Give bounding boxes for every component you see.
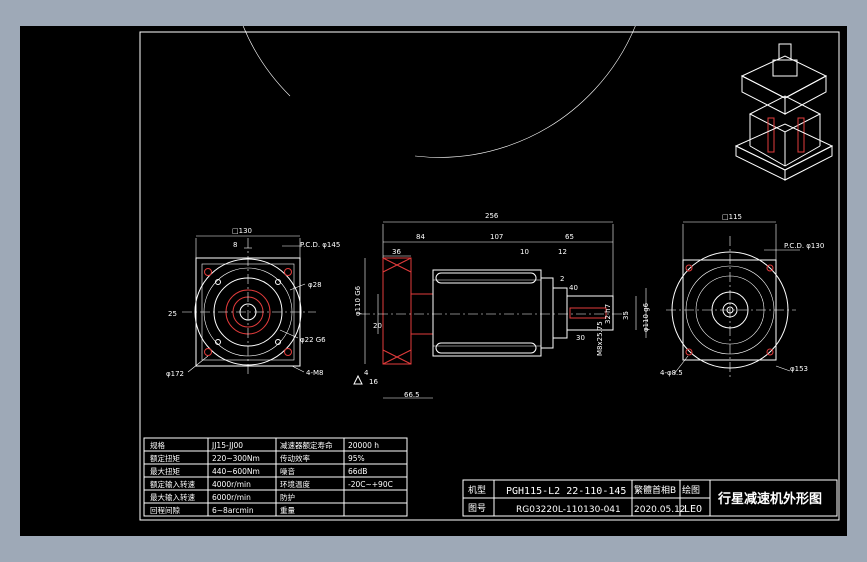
- dim-outer-172: φ172: [166, 370, 184, 378]
- dim-flange-36: 36: [392, 248, 401, 256]
- dim-20: 20: [373, 322, 382, 330]
- spec-cell-0-1: JJ15-JJ00: [211, 441, 243, 450]
- isometric-view: [734, 43, 834, 181]
- dim-out-110: φ110 g6: [642, 302, 650, 332]
- dim-2: 2: [560, 275, 564, 283]
- spec-cell-4-1: 6000r/min: [212, 493, 251, 502]
- spec-cell-2-2: 噪音: [280, 466, 295, 476]
- dim-mid-107: 107: [490, 233, 503, 241]
- dim-40: 40: [569, 284, 578, 292]
- dim-4: 4: [364, 369, 369, 377]
- dim-holes-8-5: 4-φ8.5: [660, 369, 683, 377]
- drawing-svg: □130 8 P.C.D. φ145 φ28 φ22 G6 25 φ172 4-…: [139, 26, 840, 521]
- spec-cell-5-2: 重量: [280, 506, 295, 515]
- spec-cell-5-1: 6~8arcmin: [212, 506, 254, 515]
- version-value: 繁體首相B: [634, 484, 676, 496]
- drawing-border: [139, 31, 840, 521]
- rear-view: [666, 221, 800, 380]
- spec-cell-3-0: 额定输入转速: [150, 479, 195, 489]
- spec-cell-3-1: 4000r/min: [212, 480, 251, 489]
- dim-pilot-22: φ22 G6: [300, 336, 326, 344]
- dim-thread: M8x25.75: [596, 321, 604, 356]
- dim-key-depth: 25: [168, 310, 177, 318]
- dim-square-130: □130: [232, 227, 252, 235]
- spec-cell-0-0: 规格: [150, 440, 165, 450]
- dim-66-5: 66.5: [404, 391, 420, 399]
- model-value: PGH115-L2 22-110-145: [506, 486, 626, 497]
- spec-cell-1-0: 额定扭矩: [150, 453, 180, 463]
- dim-body-84: 84: [416, 233, 425, 241]
- spec-cell-5-0: 回程间隙: [150, 506, 180, 515]
- drawing-label: 绘图: [682, 484, 700, 496]
- dim-30: 30: [576, 334, 585, 342]
- construction-arc: [242, 26, 636, 158]
- dim-outer-153: φ153: [790, 365, 808, 373]
- dim-square-115: □115: [722, 213, 742, 221]
- dim-total-256: 256: [485, 212, 499, 220]
- spec-rows: 规格 JJ15-JJ00 减速器额定寿命 20000 h 额定扭矩 220~300Nm 传动…: [150, 440, 393, 515]
- dim-35: 35: [622, 311, 630, 320]
- side-view: [353, 221, 647, 399]
- date-value: 2020.05.12: [634, 505, 686, 515]
- dim-pcd-130: P.C.D. φ130: [784, 242, 824, 250]
- spec-cell-3-3: -20C~+90C: [348, 480, 393, 489]
- dim-pcd-145: P.C.D. φ145: [300, 241, 340, 249]
- title-block: [462, 479, 838, 517]
- drawer-value: LEO: [684, 504, 702, 515]
- spec-cell-1-3: 95%: [348, 454, 365, 463]
- spec-table: [143, 437, 408, 517]
- spec-cell-3-2: 环境温度: [280, 479, 310, 489]
- dim-16: 16: [369, 378, 378, 386]
- dim-bore-110: φ110 G6: [354, 285, 362, 316]
- cad-drawing-canvas[interactable]: □130 8 P.C.D. φ145 φ28 φ22 G6 25 φ172 4-…: [20, 26, 847, 536]
- dim-key-32: 32 h7: [604, 304, 612, 324]
- dim-12: 12: [558, 248, 567, 256]
- number-value: RG03220L-110130-041: [516, 505, 621, 515]
- front-view: [182, 235, 316, 376]
- dim-shaft-28: φ28: [308, 281, 322, 289]
- spec-cell-2-1: 440~600Nm: [212, 467, 260, 476]
- number-label: 图号: [468, 503, 486, 514]
- dim-10: 10: [520, 248, 529, 256]
- spec-cell-0-3: 20000 h: [348, 441, 379, 450]
- drawing-title: 行星减速机外形图: [717, 491, 822, 507]
- spec-cell-2-0: 最大扭矩: [150, 466, 180, 476]
- spec-cell-4-2: 防护: [280, 492, 295, 502]
- spec-cell-4-0: 最大输入转速: [150, 492, 195, 502]
- dim-holes-m8: 4-M8: [306, 369, 323, 377]
- spec-cell-2-3: 66dB: [348, 467, 367, 476]
- spec-cell-1-2: 传动效率: [280, 453, 310, 463]
- dim-shaft-65: 65: [565, 233, 574, 241]
- model-label: 机型: [468, 484, 486, 496]
- spec-cell-1-1: 220~300Nm: [212, 454, 260, 463]
- spec-cell-0-2: 减速器额定寿命: [280, 440, 333, 450]
- dim-key-width: 8: [233, 241, 237, 249]
